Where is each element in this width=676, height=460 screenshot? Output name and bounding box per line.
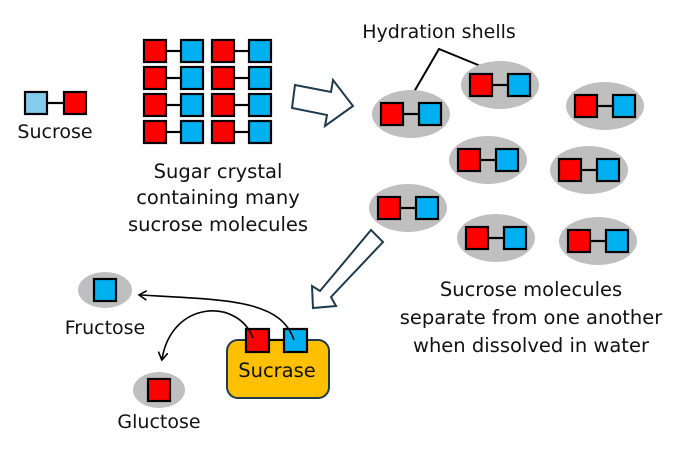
fructose-unit-icon bbox=[179, 65, 205, 91]
hydrated-sucrose bbox=[372, 90, 450, 138]
fructose-unit-icon bbox=[247, 38, 273, 64]
fructose-unit-icon bbox=[604, 228, 630, 254]
glucose-unit-icon bbox=[464, 225, 490, 251]
fructose-release-arrow bbox=[140, 295, 295, 341]
crystal-molecule bbox=[210, 92, 273, 118]
glucose-unit-icon bbox=[468, 72, 494, 98]
sucrose-molecule bbox=[468, 72, 532, 98]
hydration-callout-line bbox=[410, 47, 484, 98]
dissolved-caption-line2: separate from one another bbox=[400, 306, 664, 329]
fructose-unit-icon bbox=[595, 157, 621, 183]
hydration-shells-label: Hydration shells bbox=[362, 21, 516, 43]
fructose-unit-icon bbox=[179, 119, 205, 145]
hydrated-sucrose bbox=[550, 146, 628, 194]
glucose-unit-icon bbox=[210, 92, 236, 118]
crystal-molecule bbox=[142, 65, 205, 91]
fructose-unit-icon bbox=[417, 101, 443, 127]
sucrose-molecule bbox=[573, 93, 637, 119]
fructose-unit-icon bbox=[506, 72, 532, 98]
sucrose-molecule bbox=[557, 157, 621, 183]
crystal-caption-line2: containing many bbox=[136, 186, 300, 209]
sucrose-molecule bbox=[566, 228, 630, 254]
dissolved-caption-line3: when dissolved in water bbox=[413, 334, 650, 357]
sucrose-molecule bbox=[379, 101, 443, 127]
bound-fructose-icon bbox=[282, 327, 309, 354]
crystal-molecule bbox=[142, 119, 205, 145]
fructose-unit-icon bbox=[502, 225, 528, 251]
dissolved-caption-line1: Sucrose molecules bbox=[440, 278, 622, 301]
sugar-crystal bbox=[142, 38, 273, 145]
fructose-unit-icon bbox=[414, 195, 440, 221]
fructose-unit-icon bbox=[611, 93, 637, 119]
sucrose-molecule bbox=[456, 147, 520, 173]
fructose-label: Fructose bbox=[65, 317, 146, 339]
sucrose-legend-molecule bbox=[23, 90, 88, 116]
fructose-unit-icon bbox=[23, 90, 49, 116]
crystal-molecule bbox=[210, 38, 273, 64]
crystal-molecule bbox=[142, 92, 205, 118]
sucrose-molecule bbox=[376, 195, 440, 221]
glucose-unit-icon bbox=[566, 228, 592, 254]
glucose-unit-icon bbox=[142, 92, 168, 118]
fructose-unit-icon bbox=[247, 119, 273, 145]
crystal-caption-line1: Sugar crystal bbox=[154, 160, 283, 183]
glucose-unit-icon bbox=[379, 101, 405, 127]
fructose-unit-icon bbox=[179, 38, 205, 64]
glucose-unit-icon bbox=[210, 38, 236, 64]
glucose-unit-icon bbox=[142, 65, 168, 91]
sucrose-label: Sucrose bbox=[17, 121, 92, 143]
fructose-unit-icon bbox=[494, 147, 520, 173]
glucose-unit-icon bbox=[142, 119, 168, 145]
crystal-molecule bbox=[142, 38, 205, 64]
glucose-unit-icon bbox=[573, 93, 599, 119]
glucose-unit-icon bbox=[142, 38, 168, 64]
glucose-icon bbox=[146, 377, 172, 403]
glucose-unit-icon bbox=[62, 90, 88, 116]
sucrose-molecule bbox=[464, 225, 528, 251]
hydrated-sucrose bbox=[566, 82, 644, 130]
crystal-molecule bbox=[210, 65, 273, 91]
glucose-release-arrow bbox=[162, 310, 254, 359]
fructose-unit-icon bbox=[247, 92, 273, 118]
fructose-icon bbox=[92, 277, 118, 303]
glucose-unit-icon bbox=[210, 119, 236, 145]
hydrated-sucrose bbox=[369, 184, 447, 232]
hydrated-sucrose bbox=[449, 136, 527, 184]
bound-glucose-icon bbox=[244, 327, 271, 354]
glucose-unit-icon bbox=[456, 147, 482, 173]
digest-arrow-icon bbox=[310, 228, 385, 310]
fructose-unit-icon bbox=[179, 92, 205, 118]
crystal-molecule bbox=[210, 119, 273, 145]
hydrated-sucrose bbox=[457, 214, 535, 262]
sucrase-label: Sucrase bbox=[238, 359, 316, 382]
fructose-unit-icon bbox=[247, 65, 273, 91]
hydrated-sucrose bbox=[461, 61, 539, 109]
glucose-label: Gluctose bbox=[117, 411, 200, 433]
glucose-unit-icon bbox=[557, 157, 583, 183]
glucose-unit-icon bbox=[376, 195, 402, 221]
dissolve-arrow-icon bbox=[290, 77, 355, 129]
glucose-unit-icon bbox=[210, 65, 236, 91]
hydrated-sucrose bbox=[559, 217, 637, 265]
crystal-caption-line3: sucrose molecules bbox=[128, 213, 308, 236]
dissolved-molecules bbox=[369, 61, 644, 265]
